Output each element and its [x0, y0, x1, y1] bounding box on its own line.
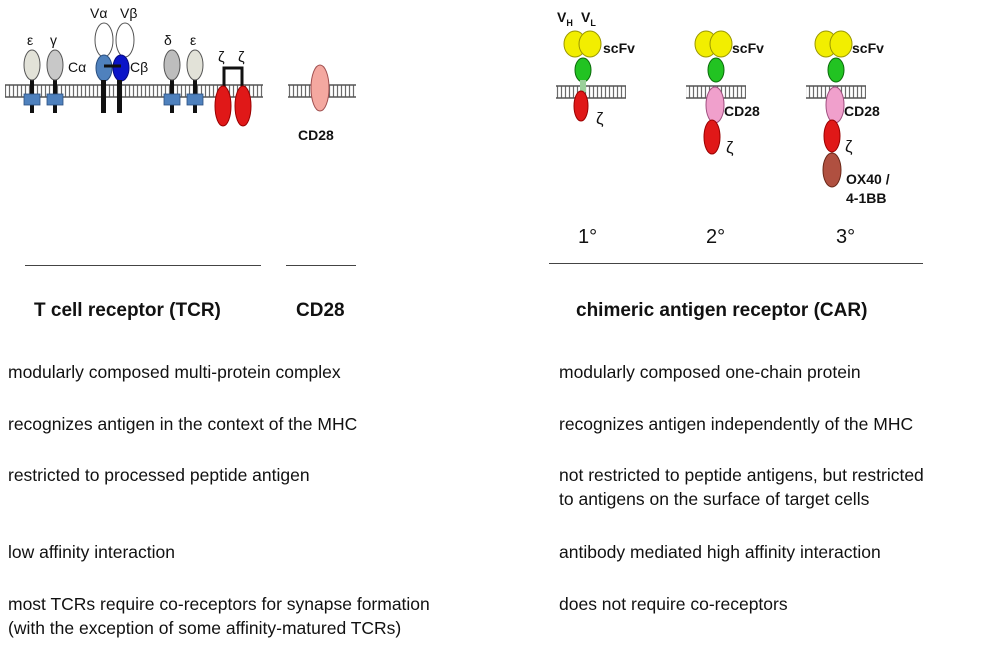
car-property-5: does not require co-receptors	[559, 594, 788, 614]
cd3-epsilon-chain-2	[186, 49, 204, 113]
epsilon-label-2: ε	[190, 32, 196, 48]
cd28-divider	[286, 265, 356, 266]
cd3-delta-chain	[163, 49, 181, 113]
tcr-property-1: modularly composed multi-protein complex	[8, 362, 341, 382]
cd3-gamma-chain	[46, 49, 64, 113]
costim-label-line1: OX40 /	[846, 171, 890, 187]
tcr-beta-chain	[112, 22, 135, 113]
gamma-label: γ	[50, 32, 57, 48]
tcr-heading: T cell receptor (TCR)	[34, 300, 221, 321]
car-property-3: not restricted to peptide antigens, but …	[559, 465, 924, 509]
tcr-complex: ε γ Cα Vα Vβ Cβ δ ε ζ ζ	[5, 5, 263, 127]
zeta-label-2: ζ	[238, 49, 245, 66]
generation-label-3: 3°	[836, 226, 855, 248]
tcr-property-5: most TCRs require co-receptors for synap…	[8, 594, 430, 638]
tcr-divider	[25, 265, 261, 266]
car-divider	[549, 263, 923, 264]
tcr-property-3: restricted to processed peptide antigen	[8, 465, 310, 485]
v-beta-label: Vβ	[120, 5, 137, 21]
generation-label-2: 2°	[706, 226, 725, 248]
cd28-label-car3: CD28	[844, 103, 880, 119]
costim-label-line2: 4-1BB	[846, 190, 886, 206]
tcr-property-4: low affinity interaction	[8, 542, 175, 562]
c-alpha-label: Cα	[68, 59, 86, 75]
epsilon-label: ε	[27, 32, 33, 48]
car-second-generation: scFv CD28 ζ 2°	[686, 30, 764, 248]
delta-label: δ	[164, 32, 172, 48]
tcr-alpha-chain	[94, 22, 114, 113]
vl-label: VL	[581, 9, 596, 28]
scfv-label-3: scFv	[852, 40, 884, 56]
generation-label-1: 1°	[578, 226, 597, 248]
car-heading: chimeric antigen receptor (CAR)	[576, 300, 868, 321]
cd28-heading: CD28	[296, 300, 345, 321]
cd28-receptor: CD28	[288, 64, 356, 143]
c-beta-label: Cβ	[130, 59, 148, 75]
car-first-generation: VH VL scFv ζ 1°	[556, 9, 635, 248]
car-property-4: antibody mediated high affinity interact…	[559, 542, 881, 562]
zeta-label: ζ	[218, 49, 225, 66]
cd3-zeta-dimer	[214, 66, 252, 127]
car-property-2: recognizes antigen independently of the …	[559, 414, 914, 434]
scfv-label-1: scFv	[603, 40, 635, 56]
zeta-label-car3: ζ	[845, 137, 853, 156]
zeta-label-car1: ζ	[596, 109, 604, 128]
vh-label: VH	[557, 9, 573, 28]
tcr-property-2: recognizes antigen in the context of the…	[8, 414, 358, 434]
receptor-diagram: ε γ Cα Vα Vβ Cβ δ ε ζ ζ CD28 VH VL scFv …	[5, 5, 890, 248]
car-property-1: modularly composed one-chain protein	[559, 362, 861, 382]
v-alpha-label: Vα	[90, 5, 107, 21]
zeta-label-car2: ζ	[726, 138, 734, 157]
cd3-epsilon-chain	[23, 49, 41, 113]
cd28-label-car2: CD28	[724, 103, 760, 119]
scfv-label-2: scFv	[732, 40, 764, 56]
car-third-generation: scFv CD28 ζ OX40 / 4-1BB 3°	[806, 30, 890, 248]
cd28-label: CD28	[298, 127, 334, 143]
